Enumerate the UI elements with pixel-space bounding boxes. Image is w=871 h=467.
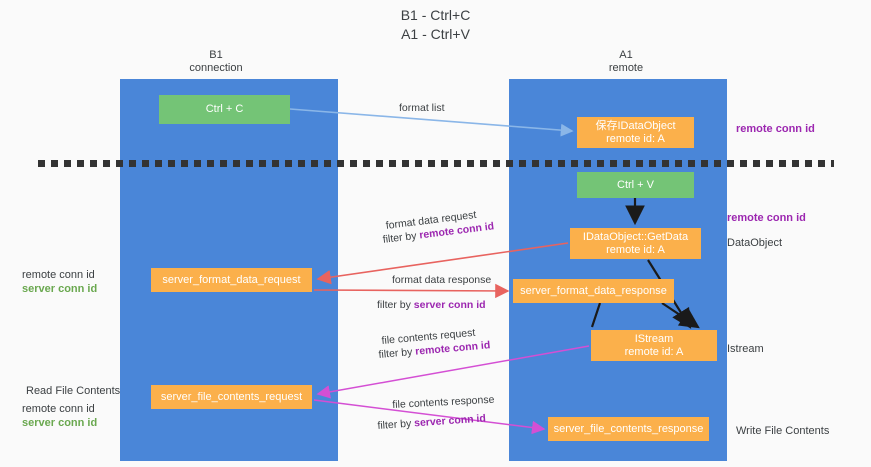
annotation-write-file-contents: Write File Contents [736,425,830,437]
annotation-read-file-contents: Read File Contents [26,385,121,397]
annotation-remote-conn-id-left-top: remote conn id [22,269,95,281]
node-save-idataobject[interactable]: 保存IDataObject remote id: A [577,117,694,148]
edge-label-format-list: format list [399,102,445,114]
annotation-server-conn-id-left-bottom: server conn id [22,417,98,429]
node-server-format-data-request[interactable]: server_format_data_request [151,268,312,292]
node-server-file-contents-request[interactable]: server_file_contents_request [151,385,312,409]
node-server-format-data-response[interactable]: server_format_data_response [513,279,674,303]
annotation-conn-ids-bottom: remote conn id server conn id [22,402,97,430]
annotation-conn-ids-top: remote conn id server conn id [22,268,97,296]
node-istream[interactable]: IStream remote id: A [591,330,717,361]
annotation-remote-conn-id-left-bottom: remote conn id [22,403,95,415]
annotation-remote-conn-id-top: remote conn id [736,123,815,135]
edge-label-file-contents-response: file contents response [392,393,495,411]
filter-prefix-1: filter by [382,229,421,246]
filter-prefix-2: filter by [377,299,414,311]
annotation-remote-conn-id-middle: remote conn id [727,212,806,224]
filter-prefix-4: filter by [377,417,415,432]
node-server-file-contents-response[interactable]: server_file_contents_response [548,417,709,441]
node-ctrl-v[interactable]: Ctrl + V [577,172,694,198]
edge-label-format-data-response-filter: filter by server conn id [377,298,486,312]
phase-divider [38,160,834,167]
annotation-server-conn-id-left-top: server conn id [22,283,98,295]
diagram-title: B1 - Ctrl+C A1 - Ctrl+V [400,7,471,42]
filter-key-server-conn-id-2: server conn id [413,412,487,430]
filter-key-server-conn-id-1: server conn id [413,299,486,311]
annotation-istream: Istream [727,343,764,355]
lane-title-a1: A1 remote [608,49,644,74]
edge-label-format-data-response: format data response [392,274,492,286]
annotation-dataobject: DataObject [727,237,783,249]
node-ctrl-c[interactable]: Ctrl + C [159,95,290,124]
node-idataobject-getdata[interactable]: IDataObject::GetData remote id: A [570,228,701,259]
filter-prefix-3: filter by [378,345,416,361]
lane-title-b1: B1 connection [189,49,243,74]
edge-label-file-contents-response-filter: filter by server conn id [377,411,486,433]
